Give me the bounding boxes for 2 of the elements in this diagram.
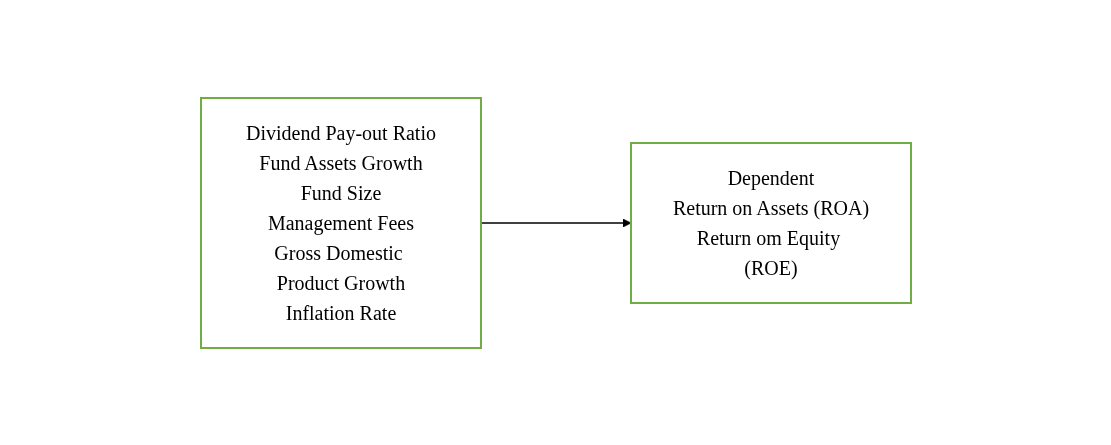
node-box: Dividend Pay-out Ratio Fund Assets Growth Fund Size Management Fees Gross Domestic Product Growth Inflation Rate xyxy=(199,96,482,349)
node-box: Dependent Return on Assets (ROA) Return om Equity (ROE) xyxy=(629,141,912,304)
